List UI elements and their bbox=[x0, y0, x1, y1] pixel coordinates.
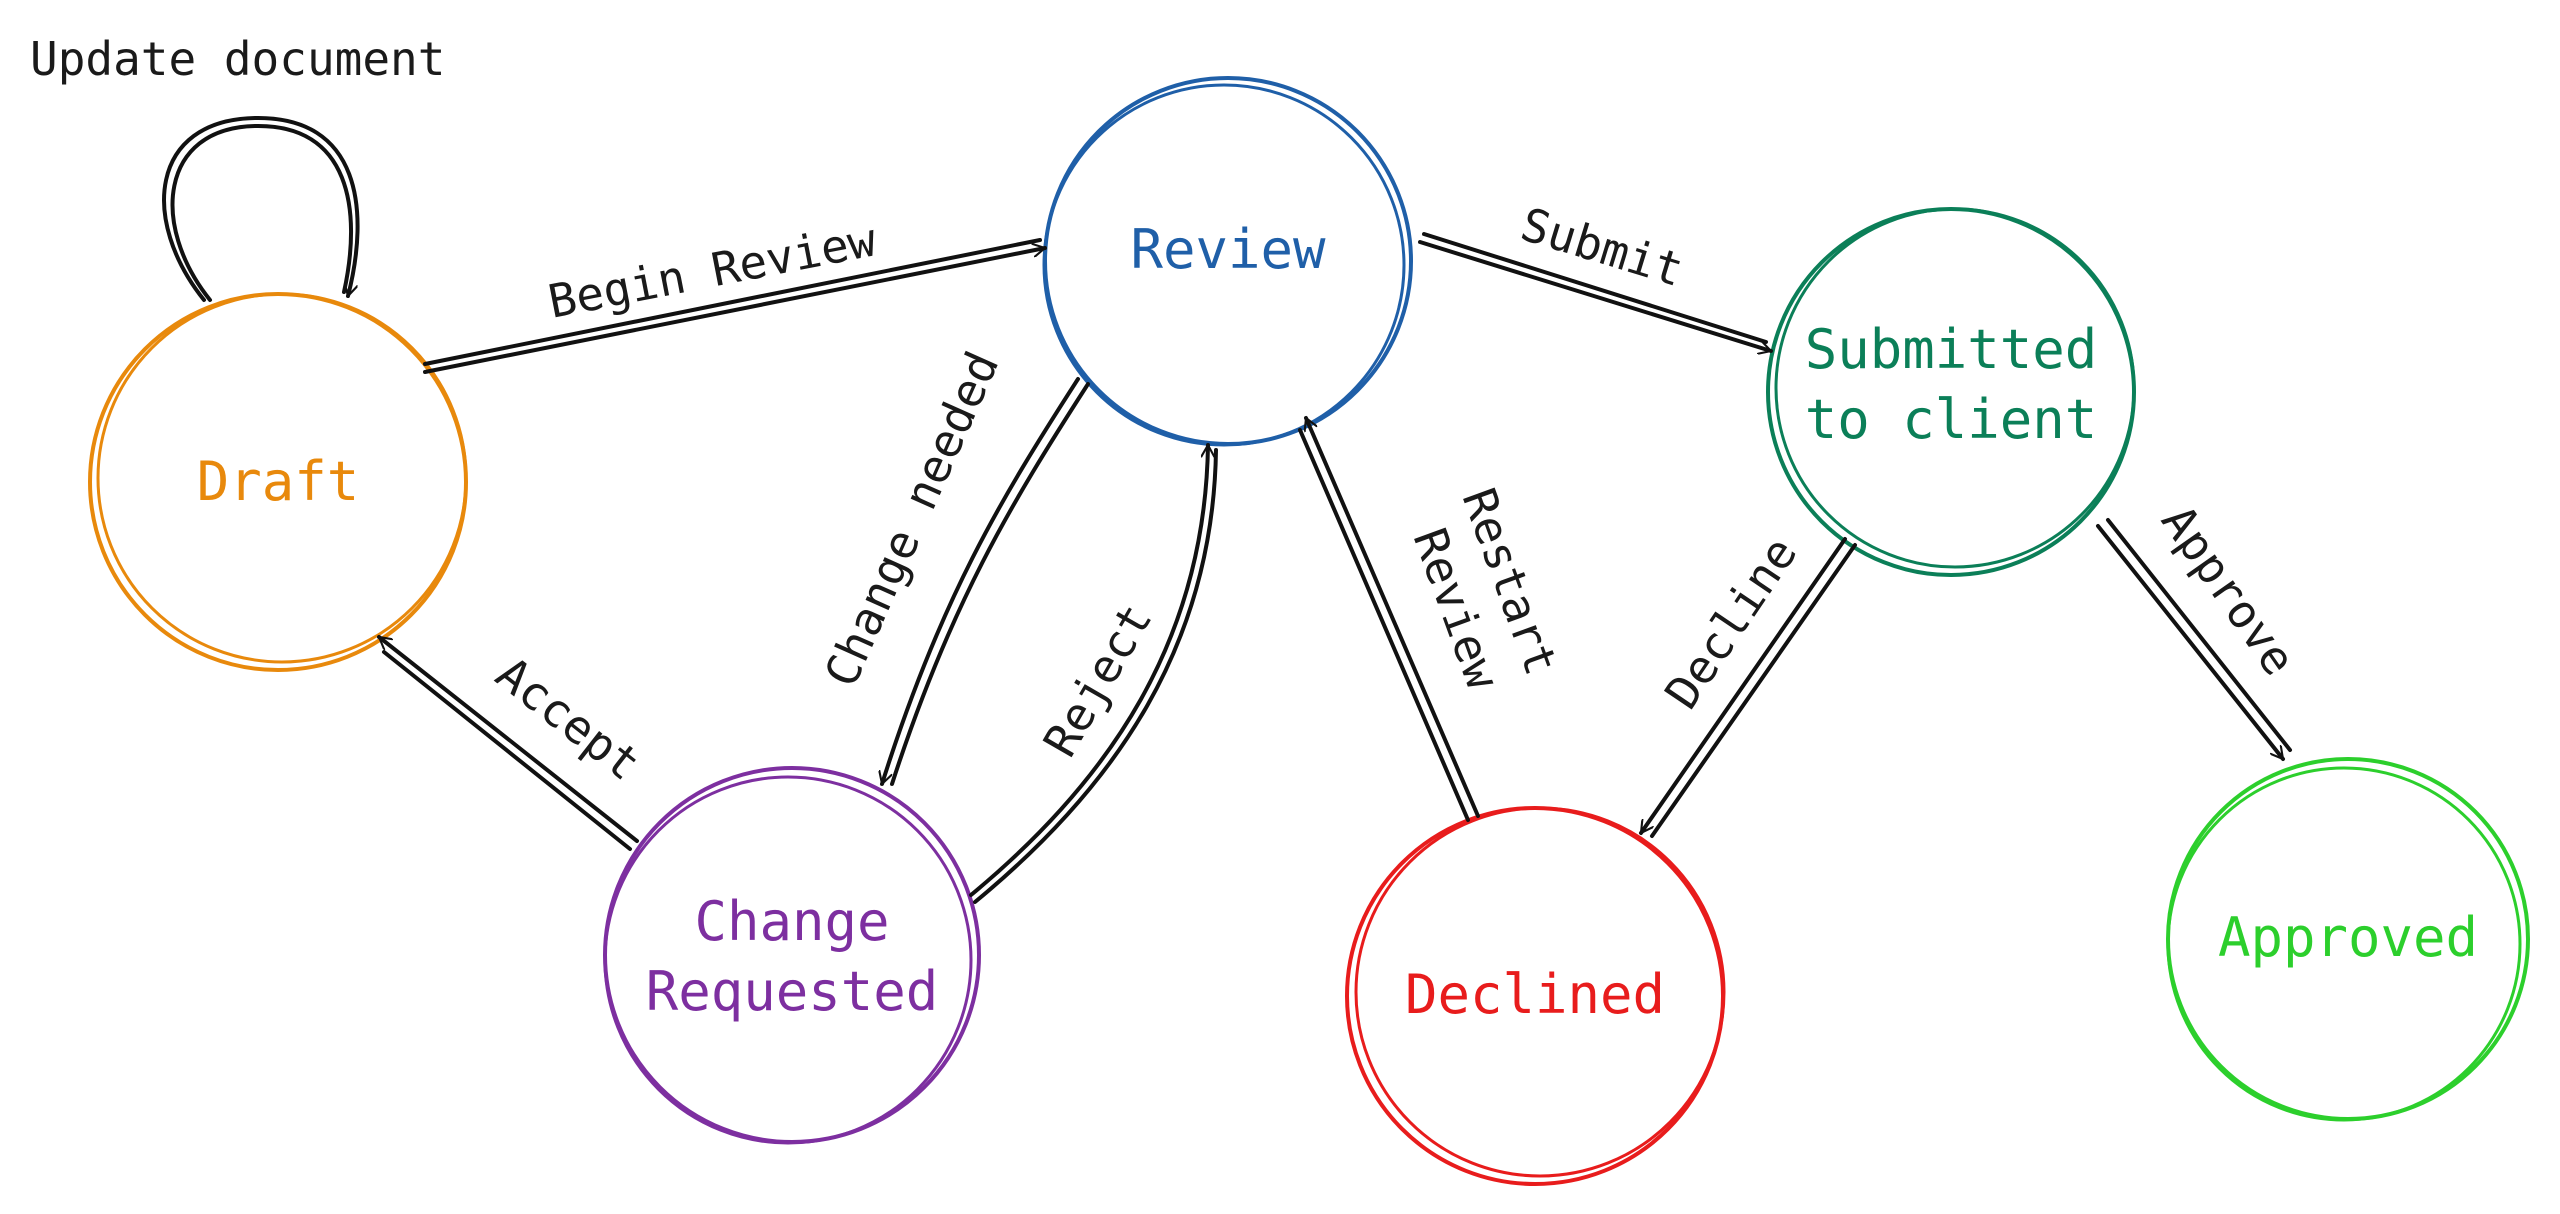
node-label-declined: Declined bbox=[1405, 963, 1665, 1026]
edge-accept: Accept bbox=[377, 635, 650, 851]
edge-label-accept: Accept bbox=[486, 646, 650, 791]
node-approved: Approved bbox=[2166, 757, 2530, 1122]
node-label-submitted-line1: Submitted bbox=[1805, 318, 2098, 381]
edge-label-update-document: Update document bbox=[30, 32, 445, 86]
node-submitted-to-client: Submitted to client bbox=[1766, 207, 2136, 577]
node-label-review: Review bbox=[1130, 218, 1326, 281]
node-label-change-line1: Change bbox=[694, 890, 889, 953]
edge-submit: Submit bbox=[1418, 197, 1771, 351]
edge-restart-review: Restart Review bbox=[1298, 416, 1569, 822]
node-declined: Declined bbox=[1345, 806, 1726, 1186]
edge-begin-review: Begin Review bbox=[423, 212, 1045, 374]
node-label-approved: Approved bbox=[2218, 906, 2478, 969]
node-draft: Draft bbox=[88, 292, 468, 672]
edge-label-approve: Approve bbox=[2151, 495, 2306, 685]
node-label-submitted-line2: to client bbox=[1805, 388, 2098, 451]
edge-label-reject: Reject bbox=[1033, 595, 1163, 766]
node-review: Review bbox=[1042, 76, 1413, 447]
edge-decline: Decline bbox=[1639, 527, 1857, 838]
node-change-requested: Change Requested bbox=[603, 766, 981, 1145]
edge-update-document: Update document bbox=[30, 32, 445, 302]
node-label-draft: Draft bbox=[197, 450, 360, 513]
edge-label-submit: Submit bbox=[1515, 197, 1690, 297]
edge-approve: Approve bbox=[2096, 495, 2306, 761]
edge-label-change-needed: Change needed bbox=[814, 344, 1010, 695]
edge-label-begin-review: Begin Review bbox=[544, 212, 881, 328]
node-label-change-line2: Requested bbox=[646, 960, 939, 1023]
